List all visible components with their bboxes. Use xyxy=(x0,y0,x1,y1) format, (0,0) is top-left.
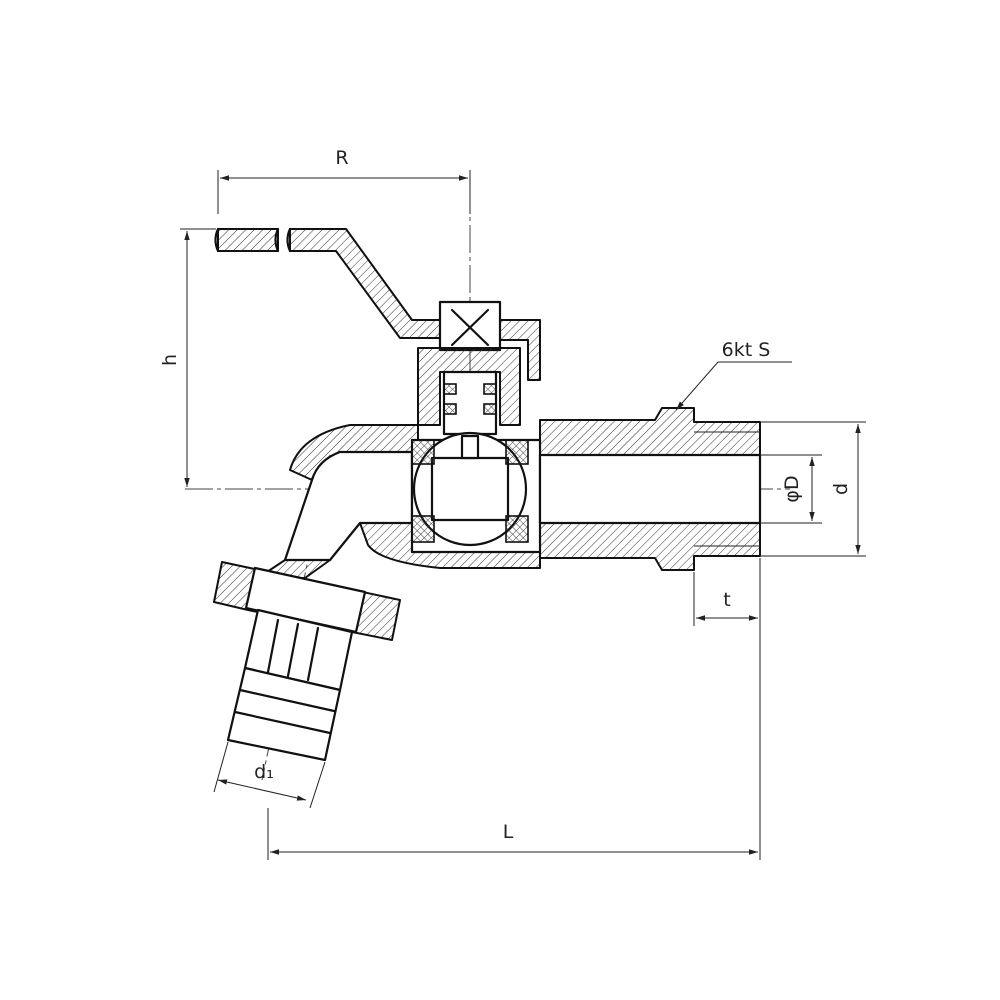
lever-break-a xyxy=(274,227,280,253)
dim-h-label: h xyxy=(159,354,181,366)
dim-t: t xyxy=(693,558,761,860)
hex-label: 6kt S xyxy=(722,339,771,361)
dim-L-label: L xyxy=(503,821,514,843)
hose-tail xyxy=(226,666,342,762)
outlet-coupling xyxy=(213,561,401,762)
coupling-ring xyxy=(244,566,367,634)
seat-top-right xyxy=(505,439,529,465)
ball-assembly xyxy=(410,431,542,554)
seat-bottom-right xyxy=(505,515,529,543)
connector-bore xyxy=(538,453,762,525)
seat-top-left xyxy=(411,439,435,465)
stem-housing xyxy=(417,347,521,426)
body-outlet-bore xyxy=(283,450,414,562)
dim-R: R xyxy=(217,147,471,214)
dim-phiD-label: φD xyxy=(781,475,803,502)
dim-phiD: φD xyxy=(760,454,822,524)
dim-L: L xyxy=(267,808,758,860)
o-ring-1a xyxy=(443,383,457,395)
dim-d1-label: d₁ xyxy=(254,761,274,783)
dim-d: d xyxy=(760,421,866,557)
o-ring-2b xyxy=(483,403,497,415)
dim-d1-line xyxy=(217,779,307,801)
lever-arm xyxy=(289,228,443,339)
dim-t-label: t xyxy=(723,589,730,611)
valve-body xyxy=(257,424,541,579)
ball-bore xyxy=(430,456,510,522)
o-ring-2a xyxy=(443,403,457,415)
stem-nut-cross xyxy=(450,308,490,347)
strainer-ribs xyxy=(266,618,320,682)
lever-break-b xyxy=(286,227,292,253)
hose-barbs xyxy=(233,688,336,735)
dim-d1-ext-left xyxy=(213,741,229,793)
o-ring-1b xyxy=(483,383,497,395)
handle-clip xyxy=(499,319,541,381)
dim-d1: d₁ xyxy=(213,741,326,809)
stem-shaft xyxy=(442,370,498,436)
stem-tang xyxy=(460,434,480,460)
lever-grip-left xyxy=(217,228,279,252)
dim-h: h xyxy=(159,228,216,487)
seat-bottom-left xyxy=(411,515,435,543)
dim-R-label: R xyxy=(335,147,348,169)
connector-lower-wall xyxy=(539,522,761,571)
stem-assembly xyxy=(417,300,541,436)
dim-d-label: d xyxy=(830,483,852,495)
dim-hex: 6kt S xyxy=(675,339,792,411)
handle-lever xyxy=(214,227,443,339)
inlet-connector xyxy=(538,407,762,571)
dim-d1-ext-right xyxy=(309,761,326,809)
lever-break-left xyxy=(214,227,220,253)
hex-leader-line xyxy=(675,361,719,411)
